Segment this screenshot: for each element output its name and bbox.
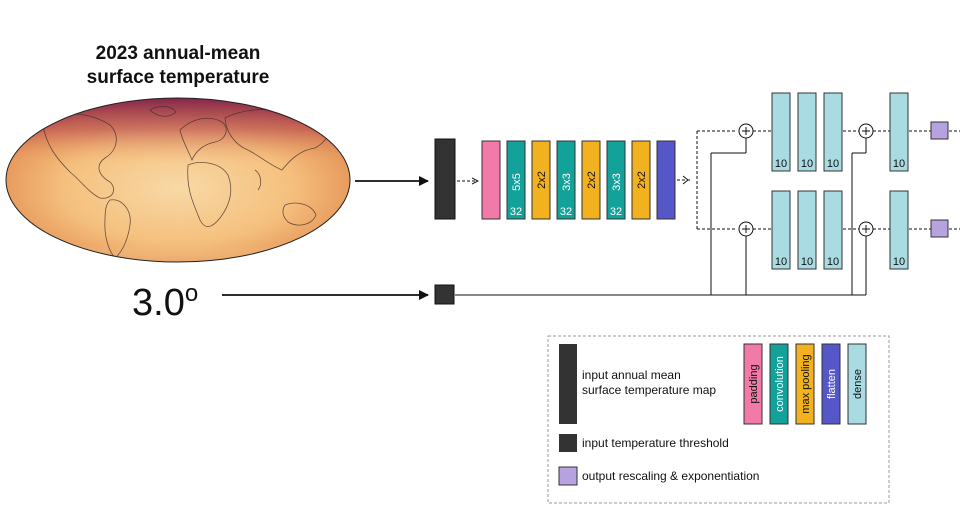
conv3-filters-label: 32 (610, 206, 622, 218)
dense-upper-2 (797, 92, 817, 172)
threshold-number: 3.0 (132, 282, 185, 324)
legend-map-input-label-line2: surface temperature map (582, 383, 716, 397)
dense-upper-4-units: 10 (893, 158, 905, 170)
output-lower (930, 219, 949, 238)
threshold-routing-lines (455, 138, 867, 296)
legend-padding-label: padding (748, 364, 760, 403)
legend-convolution-swatch (769, 343, 789, 425)
conv-layer-1 (506, 140, 526, 220)
legend-threshold-swatch (559, 434, 577, 452)
output-upper (930, 121, 949, 140)
conv-layer-3 (606, 140, 626, 220)
map-title-line2: surface temperature (86, 67, 270, 88)
conv1-filters-label: 32 (510, 206, 522, 218)
lower-branch: 10 10 10 10 (738, 190, 960, 270)
pool3-label: 2x2 (636, 171, 648, 189)
conv2-kernel-label: 3x3 (561, 173, 573, 191)
threshold-degree: o (184, 280, 199, 307)
legend-output-label: output rescaling & exponentiation (582, 469, 759, 483)
input-map-block (434, 138, 456, 220)
conv2-filters-label: 32 (560, 206, 572, 218)
legend-threshold-label: input temperature threshold (582, 436, 729, 450)
dense-upper-2-units: 10 (801, 158, 813, 170)
pool1-label: 2x2 (536, 171, 548, 189)
pool-layer-1 (531, 140, 551, 220)
dense-lower-2-units: 10 (801, 256, 813, 268)
map-title: 2023 annual-mean surface temperature (38, 42, 318, 90)
pool-layer-3 (631, 140, 651, 220)
legend-flatten-swatch (821, 343, 841, 425)
upper-branch: 10 10 10 10 (738, 92, 960, 172)
temperature-map (5, 97, 351, 263)
dense-upper-3 (823, 92, 843, 172)
dense-upper-1 (771, 92, 791, 172)
threshold-value: 3.0o (132, 272, 198, 325)
dense-lower-1-units: 10 (775, 256, 787, 268)
legend-border (547, 335, 890, 504)
legend-flatten-label: flatten (826, 369, 838, 399)
pool2-label: 2x2 (586, 171, 598, 189)
pool-layer-2 (581, 140, 601, 220)
conv1-kernel-label: 5x5 (511, 173, 523, 191)
dense-upper-1-units: 10 (775, 158, 787, 170)
input-threshold-block (434, 284, 455, 305)
legend-dense-label: dense (852, 369, 864, 399)
legend-convolution-label: convolution (774, 356, 786, 412)
flatten-layer (656, 140, 676, 220)
dense-upper-4 (889, 92, 909, 172)
dense-lower-4-units: 10 (893, 256, 905, 268)
legend: input annual mean surface temperature ma… (547, 335, 890, 504)
dense-upper-3-units: 10 (827, 158, 839, 170)
dense-lower-2 (797, 190, 817, 270)
legend-map-input-label-line1: input annual mean (582, 368, 681, 382)
conv-layer-2 (556, 140, 576, 220)
legend-dense-swatch (847, 343, 867, 425)
legend-output-swatch (558, 466, 578, 486)
map-title-line1: 2023 annual-mean (95, 43, 261, 64)
legend-maxpool-label: max pooling (800, 354, 812, 413)
legend-map-input-swatch (559, 344, 577, 424)
legend-maxpool-swatch (795, 343, 815, 425)
conv3-kernel-label: 3x3 (611, 173, 623, 191)
flatten-split-connector (677, 130, 736, 230)
dense-lower-3 (823, 190, 843, 270)
legend-padding-swatch (743, 343, 763, 425)
padding-layer (481, 140, 501, 220)
dense-lower-1 (771, 190, 791, 270)
dense-lower-4 (889, 190, 909, 270)
dense-lower-3-units: 10 (827, 256, 839, 268)
